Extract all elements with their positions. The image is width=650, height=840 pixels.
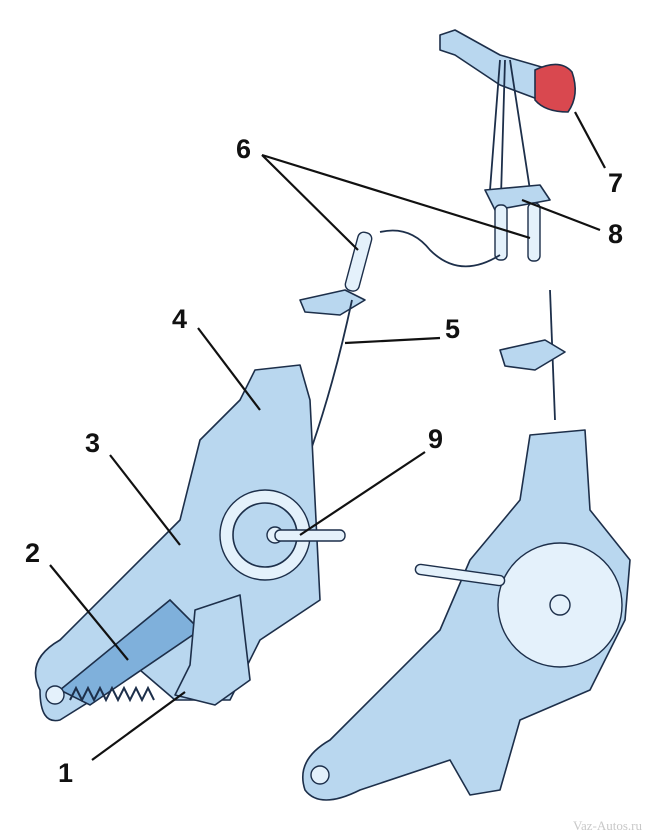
right-recliner-mechanism	[301, 289, 631, 801]
label-9: 9	[428, 424, 443, 454]
label-1: 1	[58, 758, 73, 788]
watermark: Vaz-Autos.ru	[573, 818, 642, 833]
cable-sheath	[344, 231, 373, 292]
leader-lines	[49, 111, 606, 761]
label-6: 6	[236, 134, 251, 164]
label-4: 4	[172, 304, 187, 334]
label-5: 5	[445, 314, 460, 344]
left-recliner-mechanism	[34, 364, 346, 722]
label-7: 7	[608, 168, 623, 198]
label-3: 3	[85, 428, 100, 458]
label-2: 2	[25, 538, 40, 568]
label-8: 8	[608, 219, 623, 249]
release-handle-assembly	[439, 29, 576, 262]
cable-loop	[379, 229, 501, 268]
cable-bracket	[299, 289, 366, 316]
handle-knob	[534, 63, 576, 113]
